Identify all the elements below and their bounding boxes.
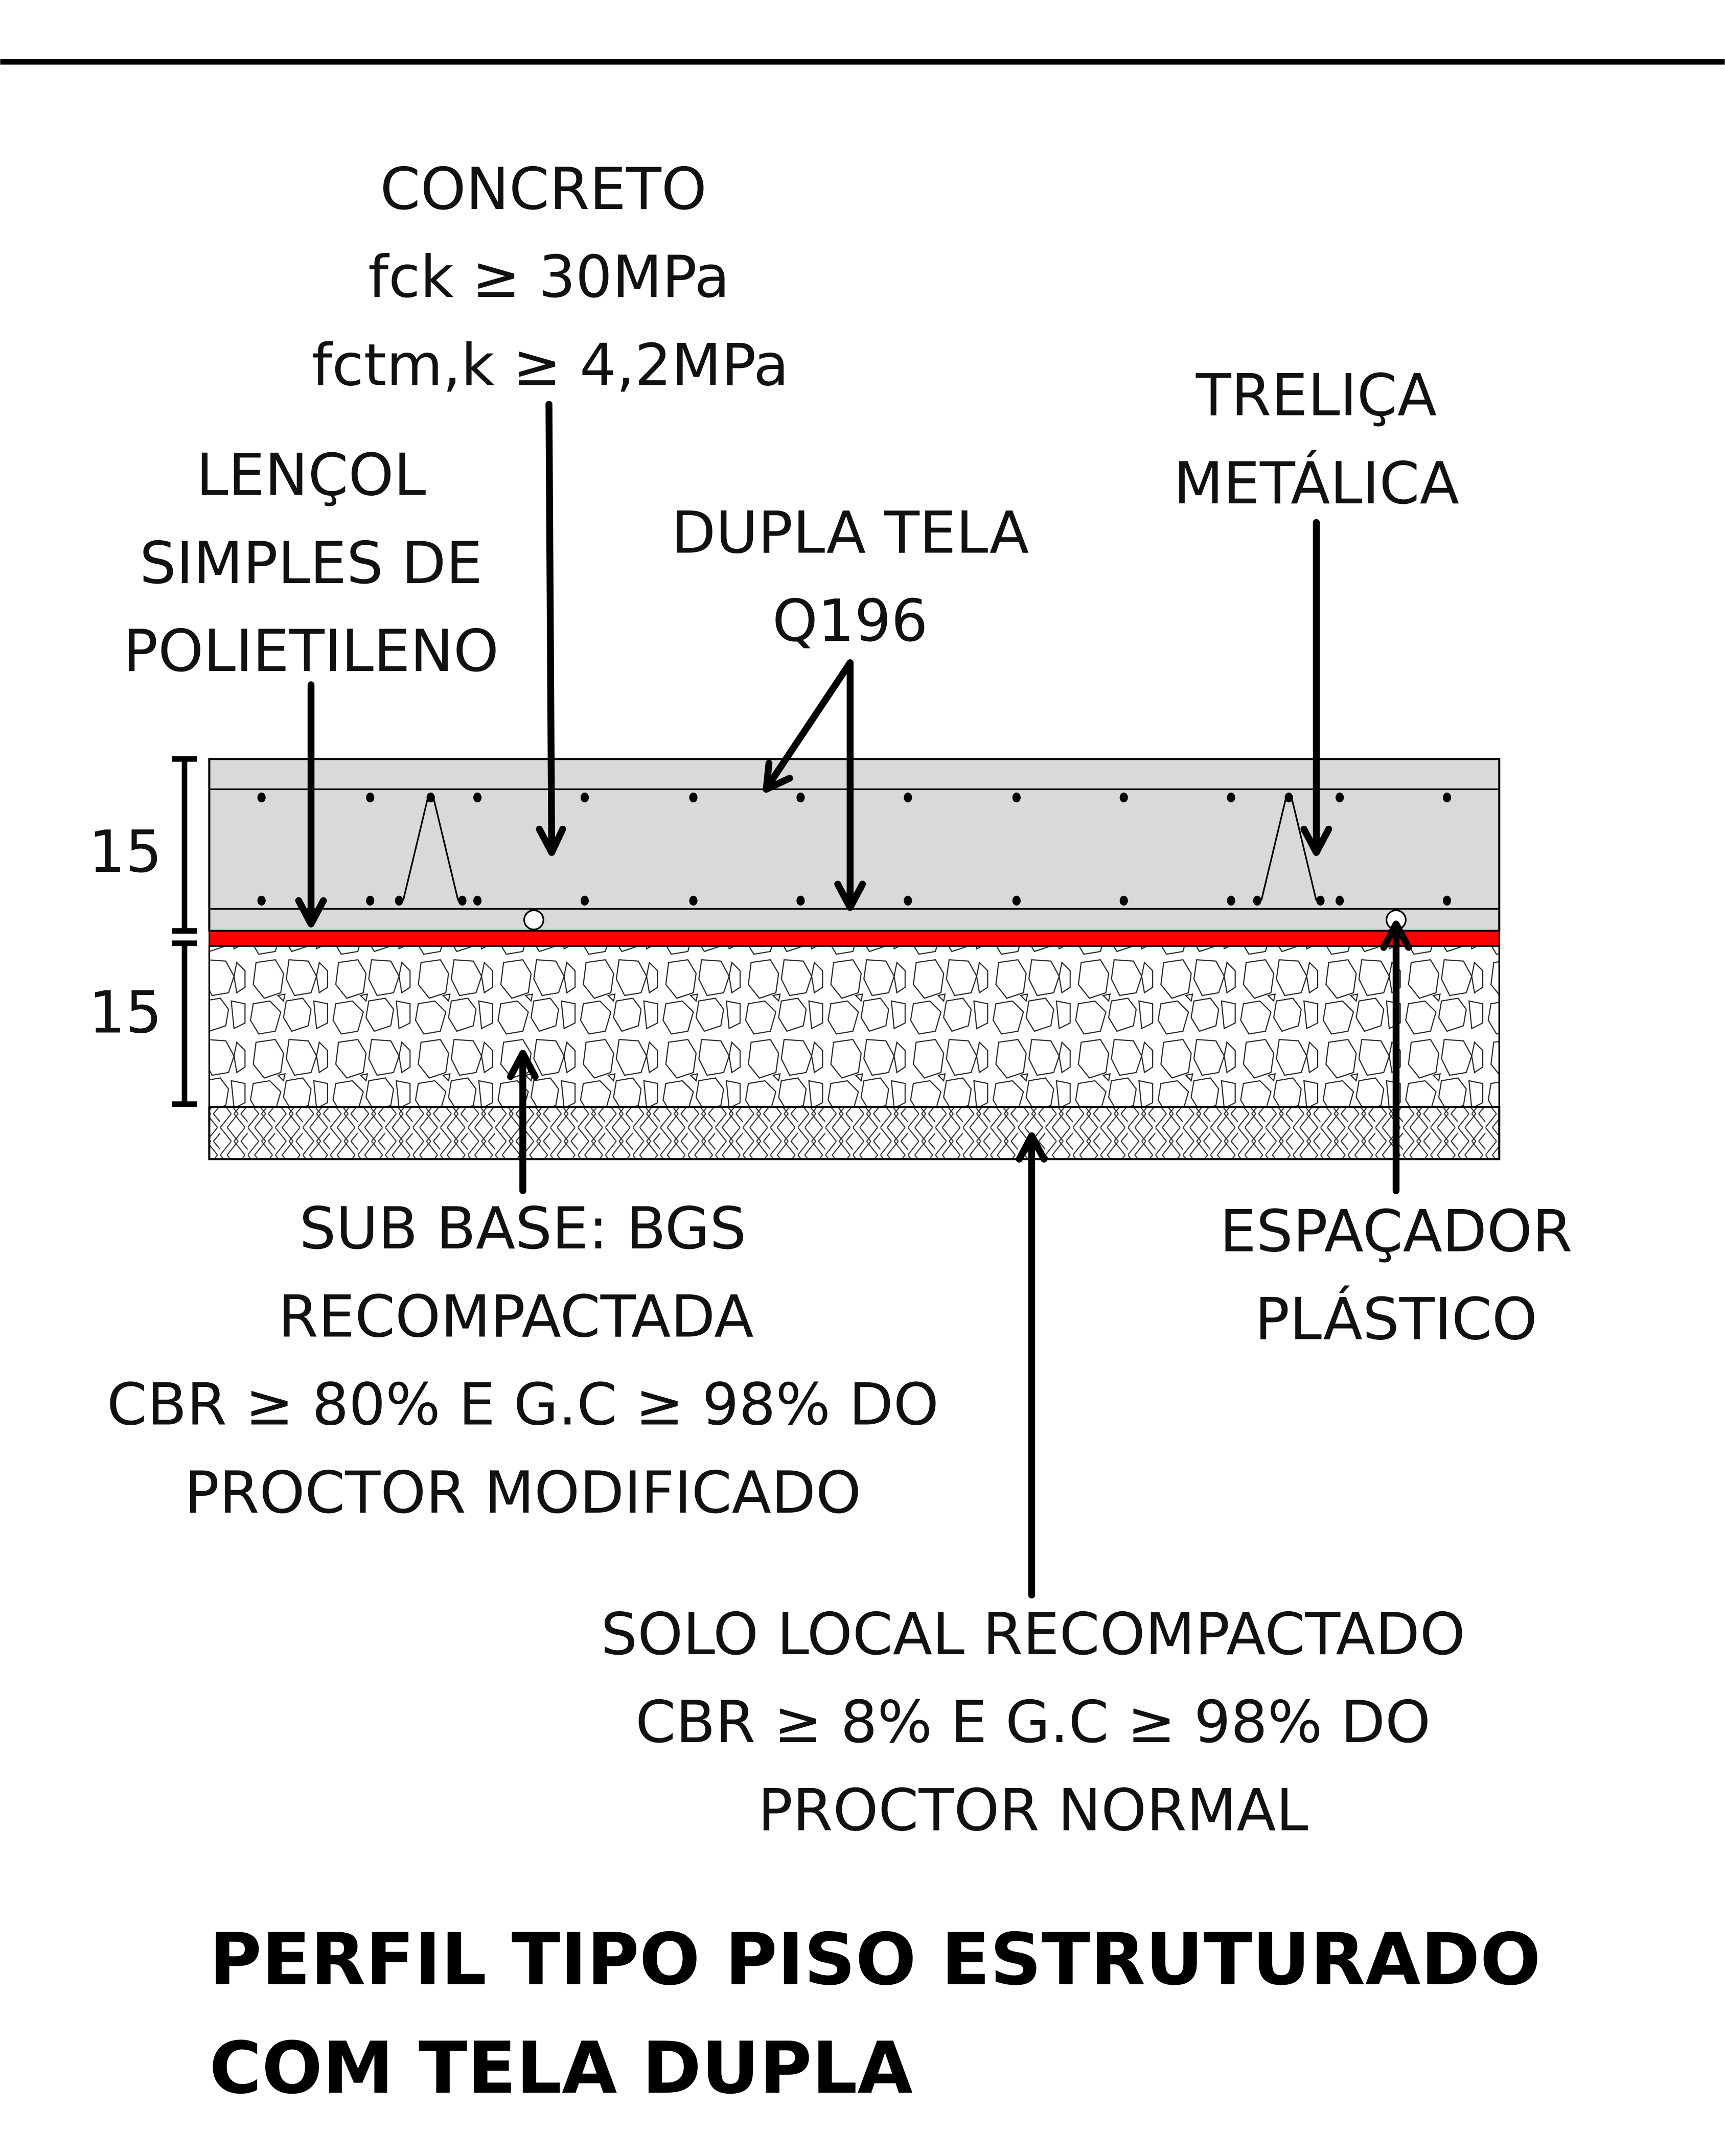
top-rebar: [1012, 792, 1021, 803]
bottom-rebar: [366, 895, 375, 906]
bottom-rebar: [1012, 895, 1021, 906]
arrow-sub-base: [507, 1050, 539, 1194]
label-solo: SOLO LOCAL RECOMPACTADO CBR ≥ 8% E G.C ≥…: [601, 1601, 1465, 1844]
label-trelica: TRELIÇA METÁLICA: [1174, 362, 1459, 517]
dimension-label-subbase: 15: [88, 979, 162, 1047]
title-line: COM TELA DUPLA: [209, 2026, 912, 2109]
arrow-solo: [1016, 1132, 1048, 1598]
label-line: PROCTOR MODIFICADO: [185, 1459, 861, 1526]
label-espacador: ESPAÇADOR PLÁSTICO: [1220, 1198, 1572, 1353]
label-line: CBR ≥ 80% E G.C ≥ 98% DO: [107, 1371, 939, 1439]
label-line: LENÇOL: [196, 442, 426, 509]
plastic-spacer: [523, 909, 544, 931]
label-line: fctm,k ≥ 4,2MPa: [312, 331, 789, 399]
label-line: RECOMPACTADA: [278, 1283, 753, 1350]
label-line: PROCTOR NORMAL: [758, 1776, 1308, 1844]
label-line: SUB BASE: BGS: [300, 1195, 747, 1262]
bottom-rebar: [1227, 895, 1235, 906]
label-line: CONCRETO: [380, 155, 707, 223]
label-line: CBR ≥ 8% E G.C ≥ 98% DO: [635, 1688, 1431, 1756]
bottom-rebar: [257, 895, 266, 906]
label-line: DUPLA TELA: [671, 499, 1029, 567]
dimension-subbase: [172, 940, 197, 1107]
truss-bottom-bar: [1253, 895, 1261, 906]
gravel-subbase-layer: [208, 945, 1500, 1108]
arrow-dupla-tela-top: [763, 659, 854, 793]
top-rebar: [366, 792, 375, 803]
top-rebar: [1119, 792, 1128, 803]
rebar-dots: [257, 792, 1452, 906]
title-line: PERFIL TIPO PISO ESTRUTURADO: [209, 1918, 1540, 2001]
label-concreto: CONCRETO fck ≥ 30MPa fctm,k ≥ 4,2MPa: [312, 155, 789, 399]
bottom-rebar: [580, 895, 589, 906]
top-rebar: [1336, 792, 1344, 803]
label-line: POLIETILENO: [123, 617, 499, 685]
label-line: fck ≥ 30MPa: [368, 243, 729, 311]
top-rebar: [473, 792, 482, 803]
diagram-title: PERFIL TIPO PISO ESTRUTURADO COM TELA DU…: [209, 1918, 1540, 2110]
top-rebar: [904, 792, 912, 803]
bottom-rebar: [904, 895, 912, 906]
polyethylene-membrane: [209, 930, 1500, 947]
label-lencol: LENÇOL SIMPLES DE POLIETILENO: [123, 442, 499, 685]
arrow-concreto: [536, 401, 566, 856]
label-line: SIMPLES DE: [140, 529, 482, 597]
dimension-label-concrete: 15: [88, 818, 162, 886]
label-line: Q196: [772, 587, 928, 655]
top-rebar: [1227, 792, 1235, 803]
bottom-rebar: [1119, 895, 1128, 906]
label-dupla-tela: DUPLA TELA Q196: [671, 499, 1029, 655]
arrow-dupla-tela-bottom: [834, 659, 866, 911]
truss-right: [1260, 796, 1317, 901]
compacted-soil-layer: [208, 1105, 1501, 1161]
top-rebar: [689, 792, 698, 803]
bottom-rebar: [796, 895, 805, 906]
label-sub-base: SUB BASE: BGS RECOMPACTADA CBR ≥ 80% E G…: [107, 1195, 939, 1526]
truss-bottom-bar: [1316, 895, 1325, 906]
top-rebar: [796, 792, 805, 803]
label-line: SOLO LOCAL RECOMPACTADO: [601, 1601, 1465, 1668]
top-rebar: [1442, 792, 1452, 803]
label-line: PLÁSTICO: [1255, 1286, 1537, 1353]
truss-bottom-bar: [458, 895, 467, 906]
truss-bottom-bar: [395, 895, 403, 906]
top-rebar: [580, 792, 589, 803]
label-line: ESPAÇADOR: [1220, 1198, 1572, 1265]
label-line: METÁLICA: [1174, 450, 1459, 517]
bottom-rebar: [473, 895, 482, 906]
arrow-lencol: [295, 681, 327, 928]
top-rebar: [257, 792, 266, 803]
bottom-rebar: [1336, 895, 1344, 906]
leader-arrows: [295, 401, 1412, 1598]
arrow-trelica: [1300, 519, 1332, 856]
truss-left: [402, 796, 459, 901]
bottom-rebar: [1442, 895, 1452, 906]
label-line: TRELIÇA: [1195, 362, 1437, 429]
bottom-rebar: [689, 895, 698, 906]
arrow-espacador: [1380, 920, 1412, 1194]
dimension-concrete: [172, 756, 197, 934]
